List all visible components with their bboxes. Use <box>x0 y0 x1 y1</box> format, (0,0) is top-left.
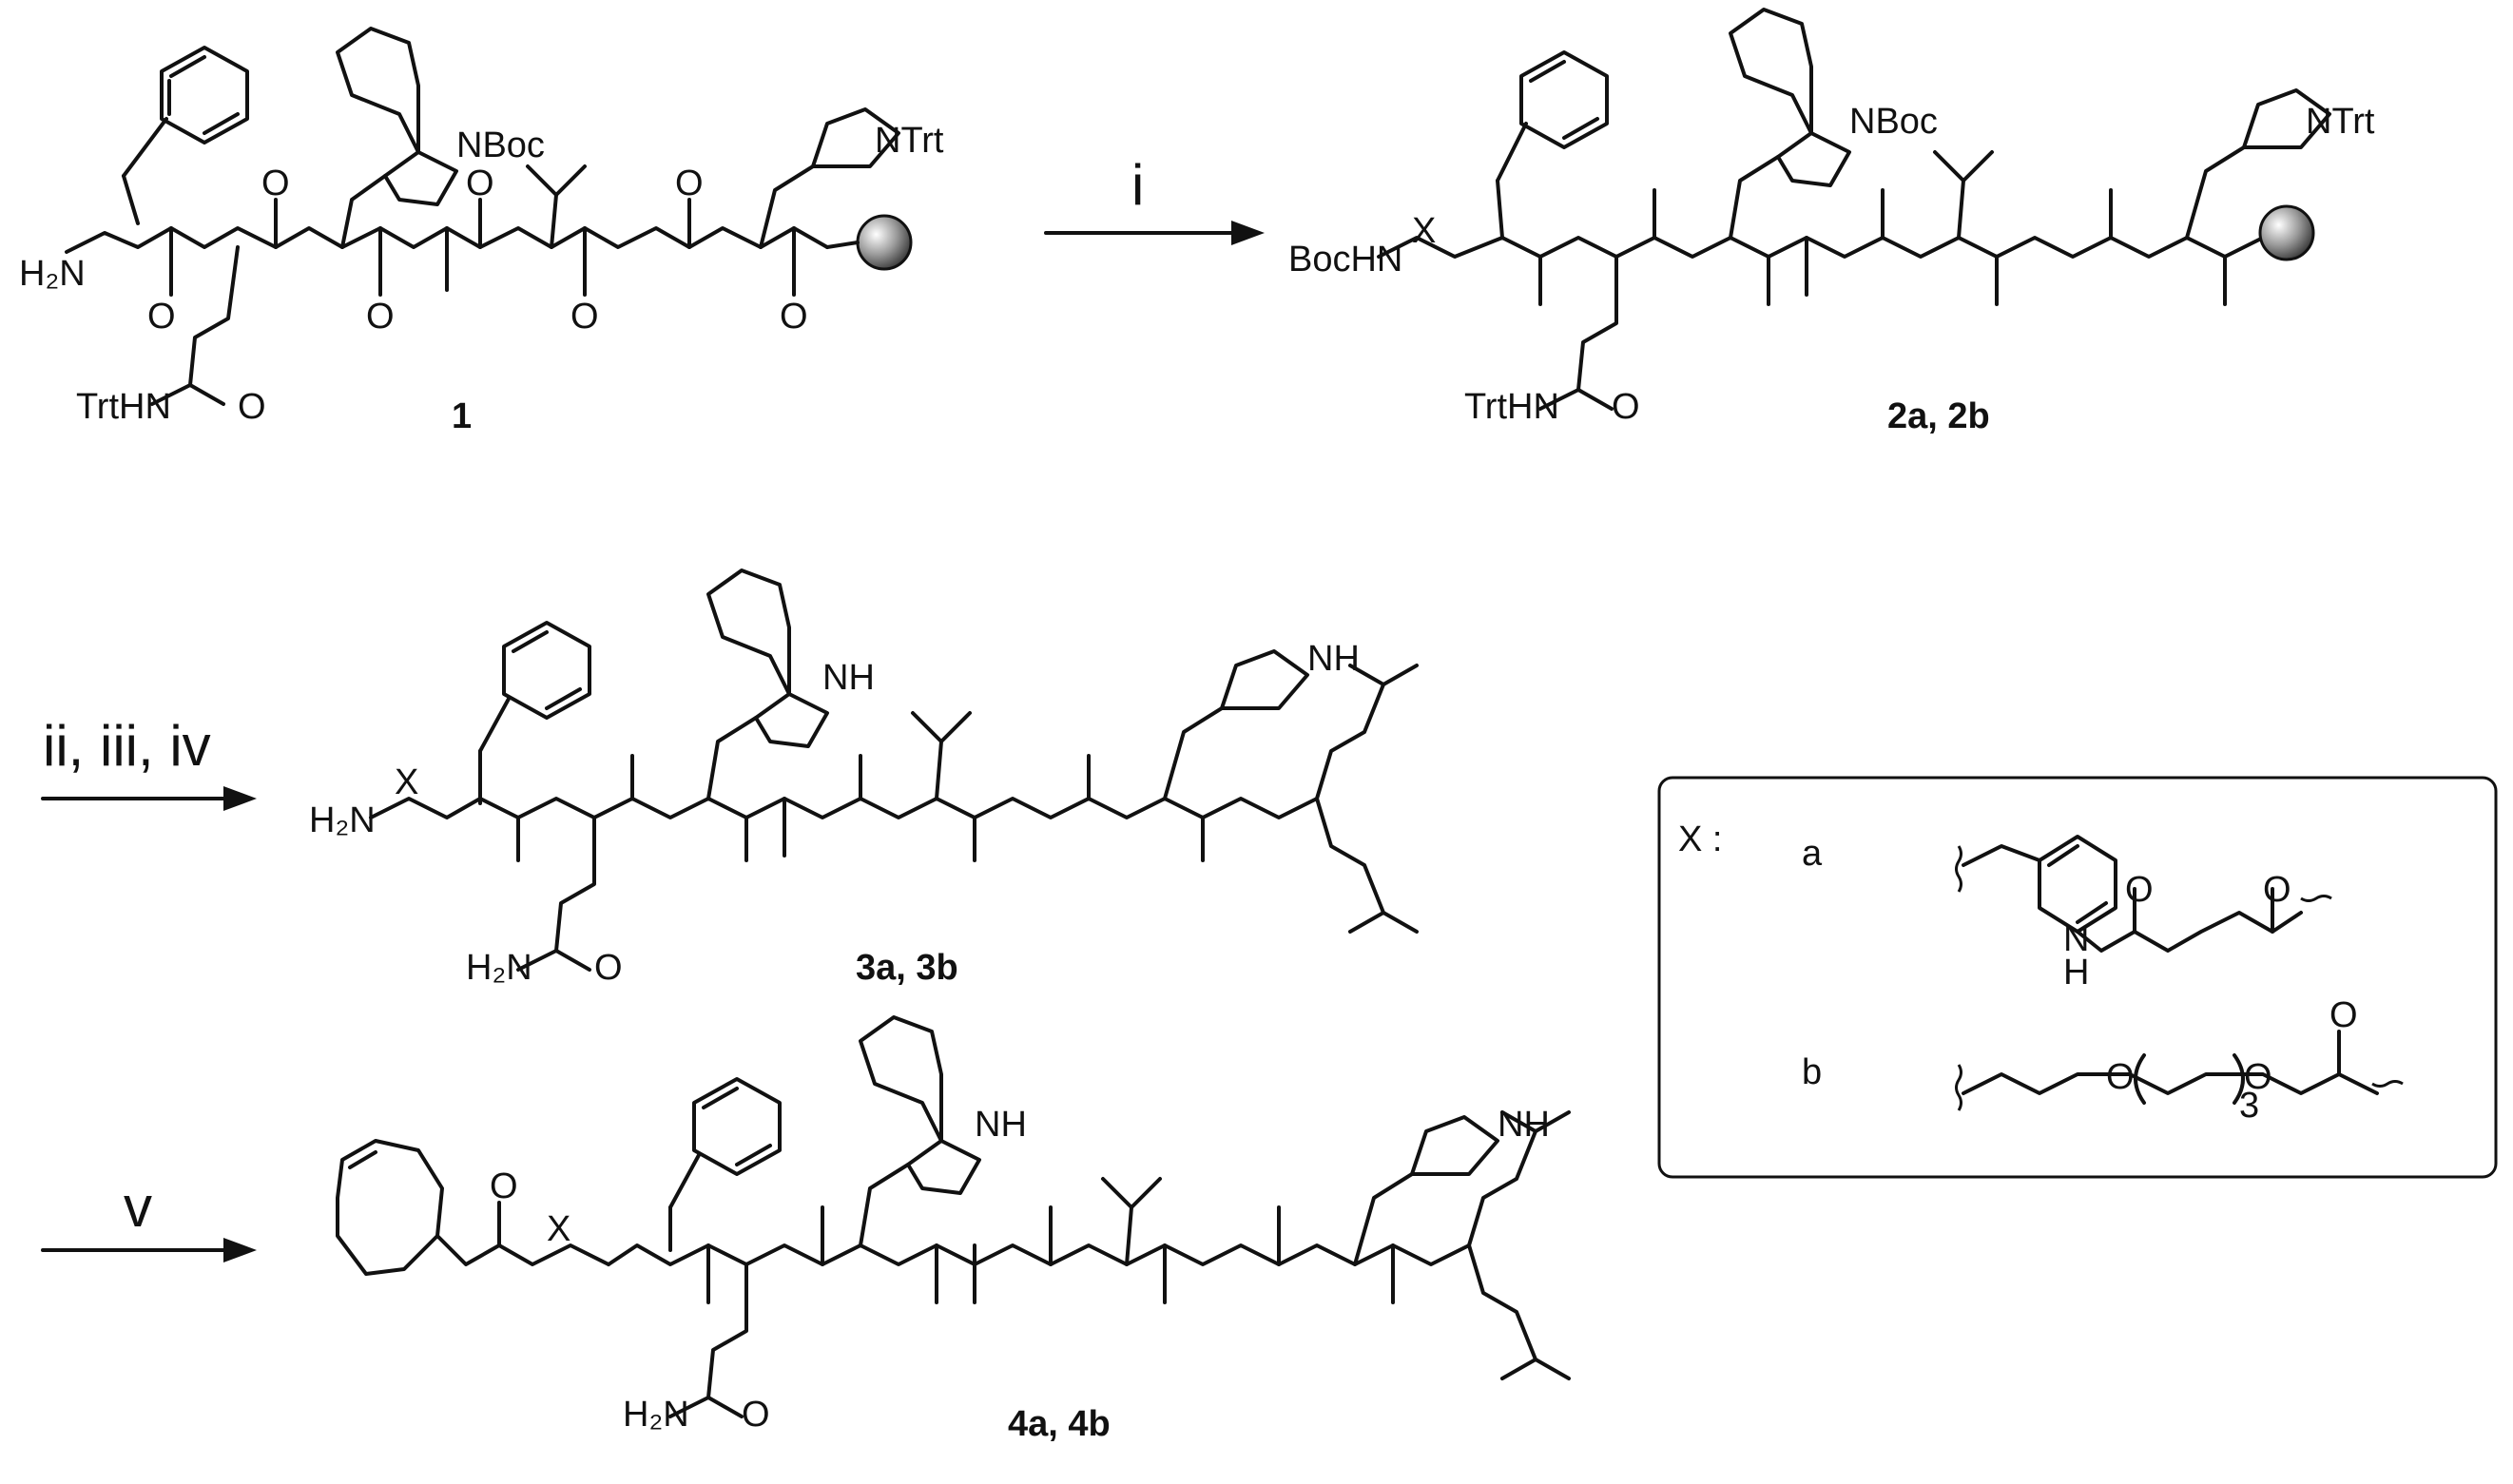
reaction-arrow-v <box>41 1238 257 1262</box>
compound-label-3: 3a, 3b <box>856 948 958 988</box>
atom-label: H₂N <box>309 800 376 840</box>
atom-label: NH <box>975 1105 1027 1145</box>
atom-label: NH <box>1307 639 1360 679</box>
atom-label: O <box>2263 870 2291 910</box>
atom-label: O <box>1612 387 1640 427</box>
atom-label: H₂N <box>623 1395 689 1435</box>
compound-label-4: 4a, 4b <box>1008 1404 1111 1444</box>
compound-3-structure <box>369 569 1419 972</box>
compound-2-structure <box>1377 8 2331 411</box>
atom-label: X <box>547 1209 570 1249</box>
atom-label: X <box>395 762 418 802</box>
atom-label: BocHN <box>1288 240 1402 279</box>
atom-label: O <box>238 387 266 427</box>
atom-label: O <box>594 948 623 988</box>
atom-label: N <box>2063 919 2089 959</box>
atom-label: O <box>2244 1057 2272 1097</box>
atom-label: NBoc <box>1849 102 1938 142</box>
atom-label: TrtHN <box>76 387 171 427</box>
repeat-subscript: 3 <box>2239 1086 2259 1126</box>
atom-label: O <box>2106 1057 2135 1097</box>
reaction-arrow-ii-iii-iv <box>41 786 257 811</box>
atom-label: O <box>261 164 290 203</box>
atom-label: NTrt <box>875 121 944 161</box>
compound-label-1: 1 <box>452 396 472 436</box>
atom-label: X <box>1412 211 1436 251</box>
atom-label: O <box>742 1395 770 1435</box>
legend-label-b: b <box>1802 1052 1822 1092</box>
reagent-label-ii-iii-iv: ii, iii, iv <box>43 714 211 778</box>
compound-1-structure <box>65 27 913 406</box>
reagent-label-v: v <box>124 1175 152 1239</box>
atom-label: O <box>780 297 808 337</box>
atom-label: NBoc <box>456 125 545 165</box>
legend-title: X : <box>1678 819 1722 859</box>
atom-label: O <box>570 297 599 337</box>
atom-label: TrtHN <box>1464 387 1559 427</box>
compound-4-structure <box>336 1015 1571 1418</box>
atom-label: O <box>466 164 494 203</box>
atom-label: NH <box>1498 1105 1550 1145</box>
atom-label: O <box>490 1166 518 1206</box>
atom-label: H₂N <box>466 948 532 988</box>
atom-label: H <box>2063 953 2089 993</box>
atom-label: O <box>2329 995 2358 1035</box>
atom-label: O <box>675 164 704 203</box>
legend-label-a: a <box>1802 834 1823 874</box>
atom-label: H₂N <box>19 254 86 294</box>
atom-label: O <box>147 297 176 337</box>
reaction-arrow-i <box>1044 221 1265 245</box>
atom-label: O <box>366 297 395 337</box>
compound-label-2: 2a, 2b <box>1887 396 1990 436</box>
atom-label: O <box>2125 870 2154 910</box>
atom-label: NTrt <box>2306 102 2375 142</box>
atom-label: NH <box>822 658 875 698</box>
reagent-label-i: i <box>1131 153 1144 217</box>
x-legend-box <box>1657 776 2498 1179</box>
